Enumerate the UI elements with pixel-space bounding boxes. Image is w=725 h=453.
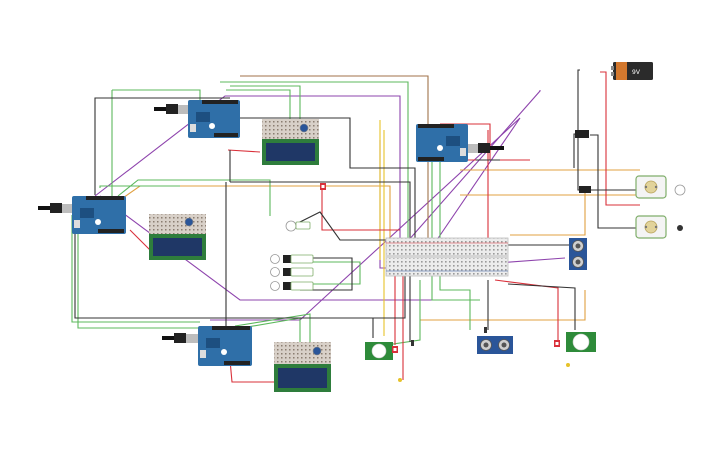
terminal-block [579, 186, 591, 193]
wire-red [600, 71, 640, 206]
wire-red [494, 279, 559, 340]
wire-red [227, 149, 261, 153]
terminal-block [575, 130, 589, 138]
wire-green [230, 85, 301, 120]
dc-motor-1[interactable] [635, 175, 686, 199]
lcd-16x2-3[interactable] [274, 342, 331, 392]
wire-orange [420, 290, 586, 321]
usb-cable-4[interactable] [162, 333, 198, 343]
breadboard[interactable] [385, 237, 509, 277]
ultrasonic-sensor-1[interactable] [569, 238, 587, 270]
wire-green [220, 81, 409, 240]
servo-motor-1[interactable] [285, 220, 311, 232]
wire-black [94, 97, 230, 195]
arduino-uno-3[interactable] [416, 124, 468, 162]
resistor[interactable] [484, 327, 487, 333]
wire-red [321, 188, 400, 231]
led-yellow[interactable] [566, 363, 570, 367]
wire-black [573, 133, 580, 168]
wire-black [240, 117, 416, 240]
wires [71, 69, 640, 383]
battery-label: 9V [632, 69, 641, 76]
wire-black [507, 283, 576, 330]
wire-green [71, 215, 200, 323]
battery-9v[interactable]: 9V [611, 62, 653, 80]
pir-sensor-2[interactable] [566, 332, 596, 352]
wire-green [439, 150, 471, 330]
wire-green [226, 89, 291, 120]
led-red-2[interactable] [392, 346, 398, 353]
wire-green [300, 261, 361, 285]
wire-green [431, 150, 480, 301]
wire-green [117, 179, 271, 216]
wire-green [234, 313, 311, 346]
wire-purple [94, 95, 401, 250]
wire-black [590, 134, 640, 229]
led-red-3[interactable] [554, 340, 560, 347]
wire-purple [399, 90, 541, 251]
dc-motor-2[interactable] [635, 215, 683, 239]
wire-black [74, 212, 406, 319]
wire-red [229, 359, 280, 383]
arduino-uno-2[interactable] [72, 196, 126, 234]
arduino-uno-1[interactable] [188, 100, 240, 138]
lcd-16x2-2[interactable] [149, 214, 206, 260]
led-red-1[interactable] [320, 183, 326, 190]
wire-black [300, 257, 353, 291]
wire-orange [119, 185, 300, 201]
wire-black [287, 211, 386, 241]
servo-motor-4[interactable] [270, 281, 314, 291]
arduino-uno-4[interactable] [198, 326, 252, 366]
wire-green [379, 280, 421, 347]
servo-motor-3[interactable] [270, 267, 314, 277]
wire-purple [99, 195, 440, 301]
lcd-16x2-1[interactable] [262, 119, 319, 165]
pir-sensor-1[interactable] [365, 342, 393, 360]
wire-orange [510, 190, 586, 236]
wire-green [99, 185, 180, 188]
usb-cable-2[interactable] [38, 203, 74, 213]
wire-red [129, 229, 151, 251]
wire-black [230, 181, 411, 240]
servo-motor-2[interactable] [270, 254, 314, 264]
usb-cable-3[interactable] [466, 143, 504, 153]
ultrasonic-sensor-2[interactable] [477, 336, 513, 354]
led-yellow[interactable] [398, 378, 402, 382]
usb-cable-1[interactable] [154, 104, 190, 114]
wire-green [77, 220, 210, 329]
resistor[interactable] [411, 340, 414, 346]
wire-brown [240, 75, 429, 240]
